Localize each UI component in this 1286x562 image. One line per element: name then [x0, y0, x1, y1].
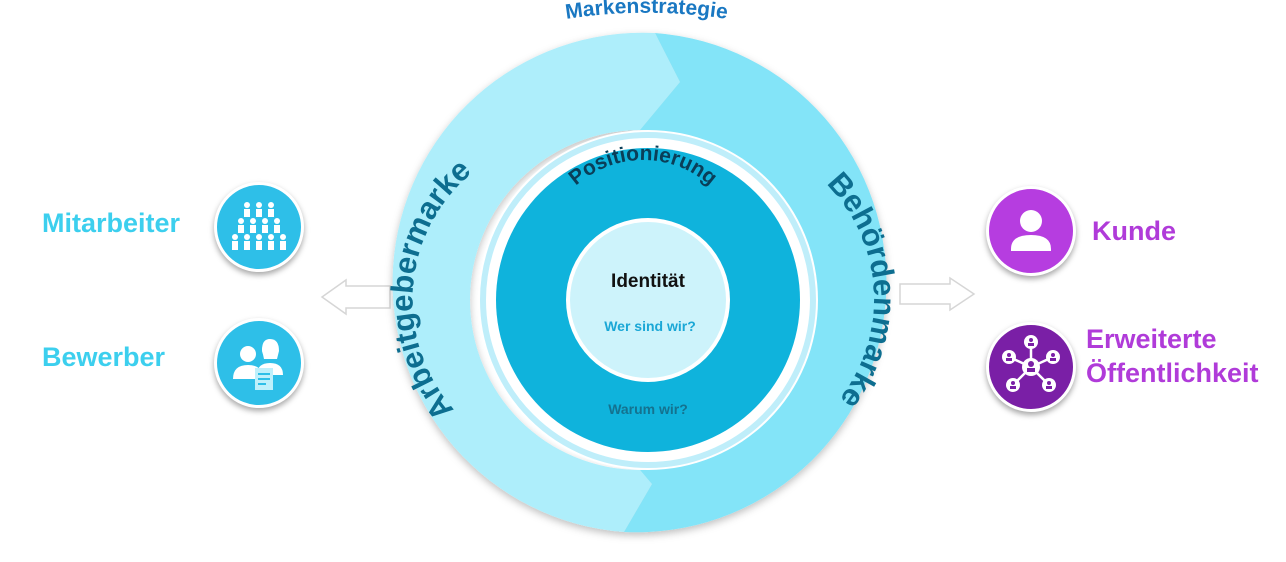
audience-label-mitarbeiter: Mitarbeiter	[42, 208, 181, 238]
diagram-title: Markenstrategie	[564, 0, 730, 24]
core-subtitle: Wer sind wir?	[604, 318, 696, 334]
svg-text:Markenstrategie: Markenstrategie	[564, 0, 730, 24]
core-circle	[570, 222, 726, 378]
ring-gap-outline	[480, 132, 816, 468]
network-icon	[986, 322, 1076, 412]
outer-ring-left	[392, 32, 680, 532]
audience-label-line-1: Erweiterte	[1086, 324, 1217, 354]
audience-label-bewerber: Bewerber	[42, 342, 166, 372]
middle-ring-subtitle: Warum wir?	[608, 401, 688, 417]
audience-label-oeffentlichkeit: Erweiterte Öffentlichkeit	[1086, 322, 1259, 390]
people-group-icon	[214, 182, 304, 272]
core-title: Identität	[611, 271, 686, 292]
applicants-icon	[214, 318, 304, 408]
left-arrow	[320, 278, 391, 316]
right-arrow	[899, 276, 976, 312]
outer-ring	[392, 32, 887, 533]
outer-ring-right	[624, 33, 887, 533]
audience-label-kunde: Kunde	[1092, 216, 1176, 246]
person-icon	[986, 186, 1076, 276]
audience-label-line-2: Öffentlichkeit	[1086, 358, 1259, 388]
